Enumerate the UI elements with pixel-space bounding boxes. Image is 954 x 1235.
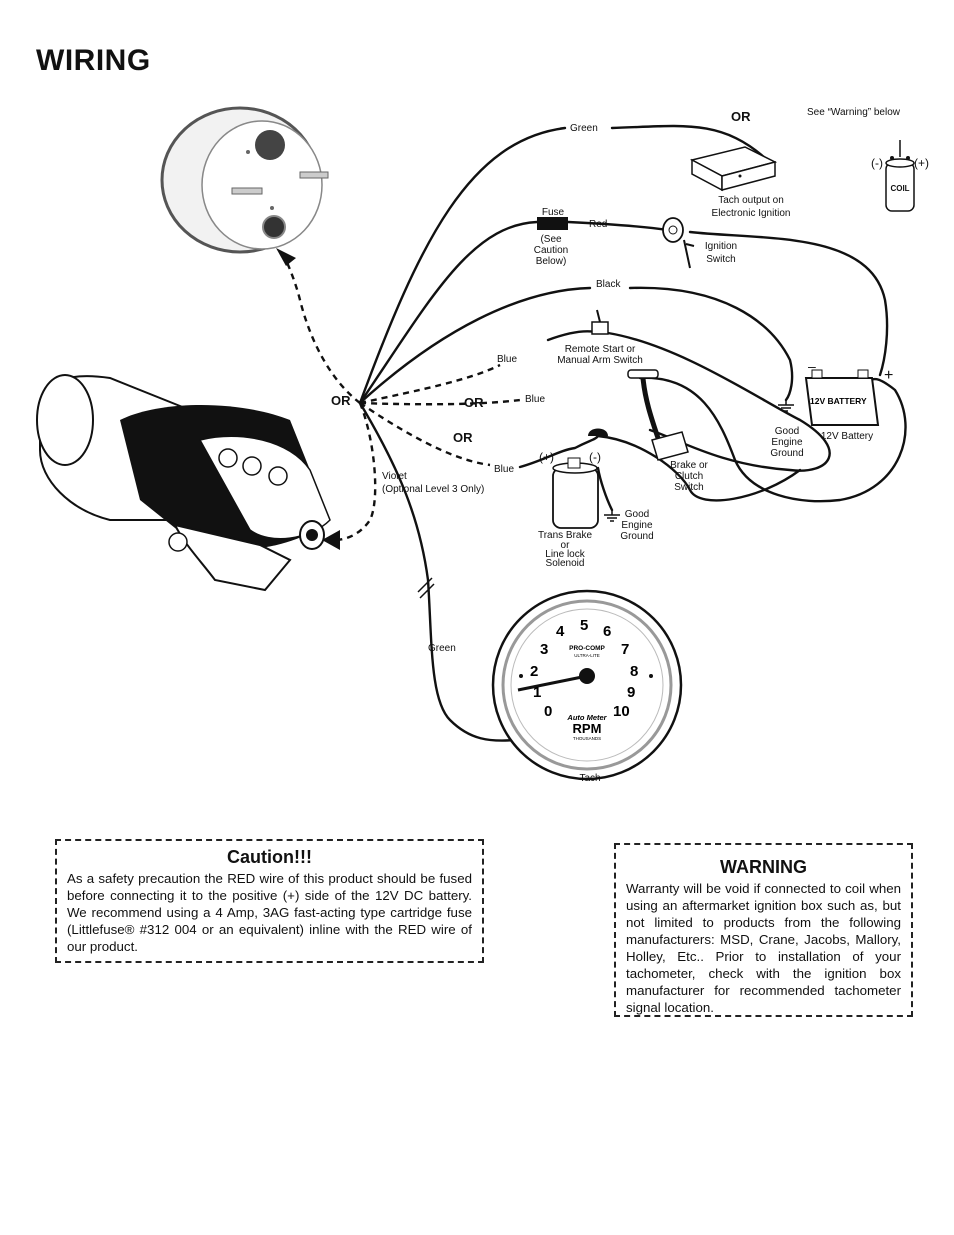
red-wire-to-battery <box>688 230 889 377</box>
tach-label: Tach <box>579 773 600 784</box>
tach-output-label: Tach output on <box>718 195 784 206</box>
ground-symbol-icon <box>604 510 620 522</box>
fuse-note: Caution <box>534 245 568 256</box>
shift-light-icon <box>36 374 331 592</box>
gauge-number: 9 <box>627 684 635 701</box>
violet-label: Violet <box>382 471 407 482</box>
ground-label: Good <box>625 509 649 520</box>
ground-symbol-icon <box>778 400 794 412</box>
blue-label: Blue <box>525 394 545 405</box>
blue-label: Blue <box>494 464 514 475</box>
ignition-box-icon <box>689 146 778 192</box>
solenoid-wire <box>596 434 802 502</box>
solenoid-label: Line lock <box>545 549 585 560</box>
svg-text:THOUSANDS: THOUSANDS <box>573 736 601 741</box>
or-left-label: OR <box>331 393 351 408</box>
ground-label: Ground <box>620 531 653 542</box>
or-mid-label: OR <box>464 395 484 410</box>
fuse-note: (See <box>540 234 562 245</box>
brake-switch-label: Clutch <box>675 471 703 482</box>
tach-output-label: Electronic Ignition <box>712 208 791 219</box>
battery-icon: 12V BATTERY <box>804 369 880 426</box>
green-wire-bottom <box>358 401 517 742</box>
ground-label: Engine <box>771 437 803 448</box>
fuse-label: Fuse <box>542 207 565 218</box>
blue-wire-solenoid <box>518 434 600 469</box>
fuse-note: Below) <box>536 256 567 267</box>
red-wire <box>358 220 670 405</box>
remote-switch-label: Manual Arm Switch <box>557 355 643 366</box>
solenoid-label: Solenoid <box>546 558 585 569</box>
solenoid-icon <box>552 428 608 529</box>
or-mid2-label: OR <box>453 430 473 445</box>
brake-switch-label: Brake or <box>670 460 708 471</box>
ground-label: Ground <box>770 448 803 459</box>
gauge-number: 7 <box>621 641 629 658</box>
svg-text:12V BATTERY: 12V BATTERY <box>810 396 867 406</box>
coil-plus-label: (+) <box>914 156 929 170</box>
green-wire-top <box>358 124 767 405</box>
dashed-blue-2 <box>359 398 521 406</box>
black-label: Black <box>596 279 621 290</box>
gauge-number: 2 <box>530 663 538 680</box>
gauge-number: 8 <box>630 663 638 680</box>
warning-box: WARNING Warranty will be void if connect… <box>614 843 913 1017</box>
svg-text:PRO-COMP: PRO-COMP <box>569 645 605 652</box>
gauge-number: 10 <box>613 703 630 720</box>
gauge-number: 1 <box>533 684 541 701</box>
remote-switch-icon <box>591 309 609 335</box>
black-wire <box>358 286 794 405</box>
ground-label: Good <box>775 426 799 437</box>
brake-switch-label: Switch <box>674 482 703 493</box>
gauge-number: 3 <box>540 641 548 658</box>
warning-title: WARNING <box>720 857 807 877</box>
violet-label: (Optional Level 3 Only) <box>382 484 484 495</box>
brake-pedal-icon <box>627 369 689 461</box>
coil-label: COIL <box>890 184 909 193</box>
coil-icon <box>885 140 915 212</box>
gauge-number: 0 <box>544 703 552 720</box>
fuse-icon <box>537 217 568 230</box>
dashed-wire-to-shift-light <box>334 402 377 542</box>
battery-plus-label: + <box>884 367 893 384</box>
ignition-switch-icon <box>662 217 695 269</box>
blue-label: Blue <box>497 354 517 365</box>
red-label: Red <box>589 219 607 230</box>
svg-text:RPM: RPM <box>573 721 602 736</box>
svg-text:ULTRA-LITE: ULTRA-LITE <box>574 653 599 658</box>
gauge-number: 5 <box>580 617 588 634</box>
ground-label: Engine <box>621 520 653 531</box>
svg-text:Auto Meter: Auto Meter <box>566 713 607 722</box>
solenoid-plus-label: (+) <box>539 450 554 464</box>
battery-minus-label: – <box>808 358 816 374</box>
page-title: WIRING <box>36 44 151 77</box>
coil-minus-label: (-) <box>871 156 883 170</box>
green-top-label: Green <box>570 123 598 134</box>
solenoid-ground-wire <box>596 466 614 512</box>
gauge-number: 6 <box>603 623 611 640</box>
see-warning-label: See “Warning” below <box>807 107 901 118</box>
blue-wire-brake <box>638 376 907 503</box>
battery-caption: 12V Battery <box>821 431 873 442</box>
tachometer-icon: 0 1 2 3 4 5 6 7 8 9 10 PRO-COMP ULTRA-LI… <box>491 589 683 781</box>
ignition-switch-label: Ignition <box>705 241 737 252</box>
ignition-switch-label: Switch <box>706 254 735 265</box>
caution-box: Caution!!! As a safety precaution the RE… <box>55 839 484 963</box>
green-bottom-label: Green <box>428 643 456 654</box>
caution-text: As a safety precaution the RED wire of t… <box>67 871 472 954</box>
arrow-to-gauge-icon <box>276 248 296 266</box>
solenoid-label: or <box>561 540 571 551</box>
remote-switch-label: Remote Start or <box>565 344 636 355</box>
arrow-to-shift-light-icon <box>322 530 340 550</box>
or-top-label: OR <box>731 109 751 124</box>
warning-text: Warranty will be void if connected to co… <box>626 881 901 1015</box>
dashed-wire-to-gauge-back <box>282 254 361 404</box>
solenoid-minus-label: (-) <box>589 450 601 464</box>
dashed-blue-1 <box>359 363 501 405</box>
solenoid-label: Trans Brake <box>538 530 593 541</box>
caution-title: Caution!!! <box>227 847 312 867</box>
gauge-number: 4 <box>556 623 565 640</box>
gauge-back-icon <box>160 106 329 254</box>
